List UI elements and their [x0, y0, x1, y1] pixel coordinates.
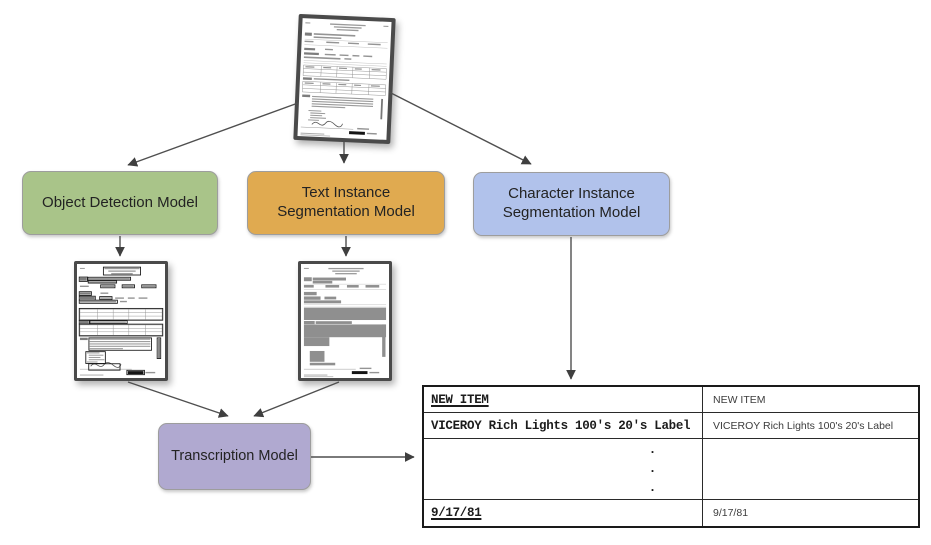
table-cell-transcription-date: 9/17/81 [703, 500, 918, 526]
table-cell-transcription-empty [703, 439, 918, 500]
source-text: 9/17/81 [431, 506, 482, 520]
input-document-thumbnail [293, 13, 396, 145]
ellipsis-dot: . [648, 442, 657, 457]
arrow-seg-output-to-transcription [253, 381, 340, 418]
node-character-instance-segmentation-model: Character Instance Segmentation Model [473, 172, 670, 236]
table-cell-source-new-item: NEW ITEM [424, 387, 703, 413]
ellipsis-dot: . [648, 480, 657, 495]
table-cell-transcription-new-item: NEW ITEM [703, 387, 918, 413]
text-segmentation-output-thumbnail [298, 261, 392, 381]
bounding-box-form-graphic [78, 266, 164, 376]
source-text: VICEROY Rich Lights 100's 20's Label [431, 418, 691, 433]
node-object-detection-model: Object Detection Model [22, 171, 218, 235]
transcription-output-table: NEW ITEM NEW ITEM VICEROY Rich Lights 10… [422, 385, 920, 528]
table-cell-source-ellipsis: . . . [424, 439, 703, 500]
node-text-instance-segmentation-model: Text Instance Segmentation Model [247, 171, 445, 235]
segmentation-masks [303, 277, 387, 366]
arrow-od-output-to-transcription [127, 381, 229, 418]
table-cell-source-viceroy: VICEROY Rich Lights 100's 20's Label [424, 413, 703, 439]
node-object-detection-label: Object Detection Model [42, 193, 198, 211]
scanned-form-graphic [300, 22, 389, 137]
detection-bounding-boxes [78, 266, 164, 376]
node-text-instance-label: Text Instance Segmentation Model [277, 184, 415, 220]
table-cell-source-date: 9/17/81 [424, 500, 703, 526]
transcription-text: VICEROY Rich Lights 100's 20's Label [713, 419, 894, 432]
segmentation-mask-form-graphic [303, 267, 387, 378]
source-text: NEW ITEM [431, 392, 489, 407]
node-character-instance-label: Character Instance Segmentation Model [502, 185, 641, 221]
table-cell-transcription-viceroy: VICEROY Rich Lights 100's 20's Label [703, 413, 918, 439]
object-detection-output-thumbnail [74, 261, 168, 381]
node-transcription-label: Transcription Model [171, 448, 298, 465]
transcription-text: 9/17/81 [713, 507, 749, 519]
node-transcription-model: Transcription Model [158, 423, 311, 490]
arrow-doc-to-character-instance [388, 91, 532, 165]
transcription-text: NEW ITEM [713, 393, 766, 406]
ellipsis-dot: . [648, 461, 657, 476]
arrow-doc-to-object-detection [127, 102, 299, 167]
